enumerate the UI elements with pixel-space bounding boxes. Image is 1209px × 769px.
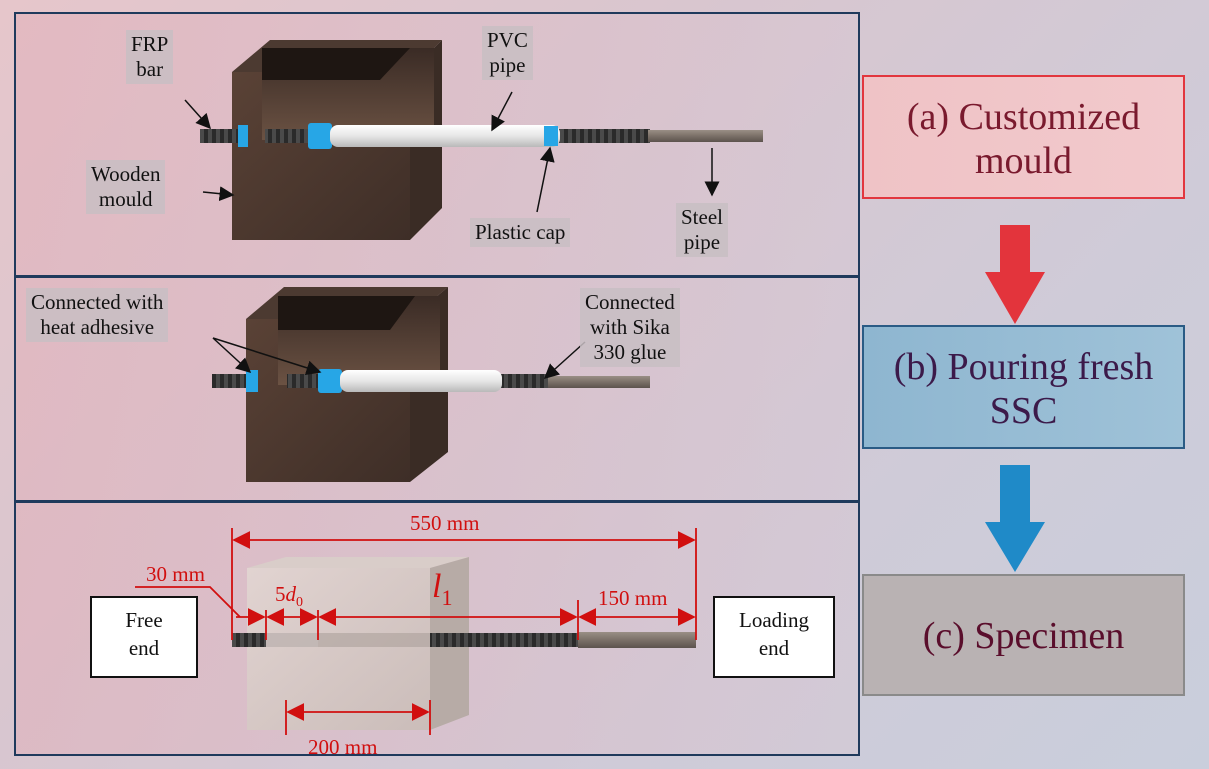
frp-bar-loaded (430, 633, 580, 647)
steel-pipe-2 (548, 376, 650, 388)
label-plastic-cap: Plastic cap (470, 218, 571, 247)
frp-bar-2 (212, 374, 552, 388)
plastic-cap-inner (308, 123, 332, 149)
arrow-down-blue (985, 465, 1045, 572)
plastic-cap-2b (318, 369, 342, 393)
plastic-cap-left (238, 125, 248, 147)
step-specimen: (c) Specimen (862, 574, 1185, 696)
dim-unbonded: 5d0 (275, 582, 303, 611)
dim-steel-length: 150 mm (598, 586, 668, 610)
wooden-mould-1 (232, 40, 442, 240)
unbonded-sleeve (266, 633, 318, 647)
pvc-pipe-1 (330, 125, 560, 147)
steel-pipe-1 (648, 130, 763, 142)
plastic-cap-2a (246, 370, 258, 392)
frp-bar-free (232, 633, 266, 647)
dim-free-length: 30 mm (146, 562, 205, 586)
frp-bar-1 (200, 129, 650, 143)
dim-total-length: 550 mm (410, 511, 480, 535)
dimension-lines (135, 528, 697, 735)
arrow-down-red (985, 225, 1045, 324)
dim-bonded-length: l1 (432, 568, 453, 610)
wooden-mould-2 (246, 287, 448, 482)
plastic-cap-right (544, 126, 558, 146)
dim-cube-length: 200 mm (308, 735, 378, 759)
pvc-pipe-2 (340, 370, 502, 392)
steel-pipe-3 (578, 632, 696, 648)
bonded-zone (318, 633, 430, 647)
